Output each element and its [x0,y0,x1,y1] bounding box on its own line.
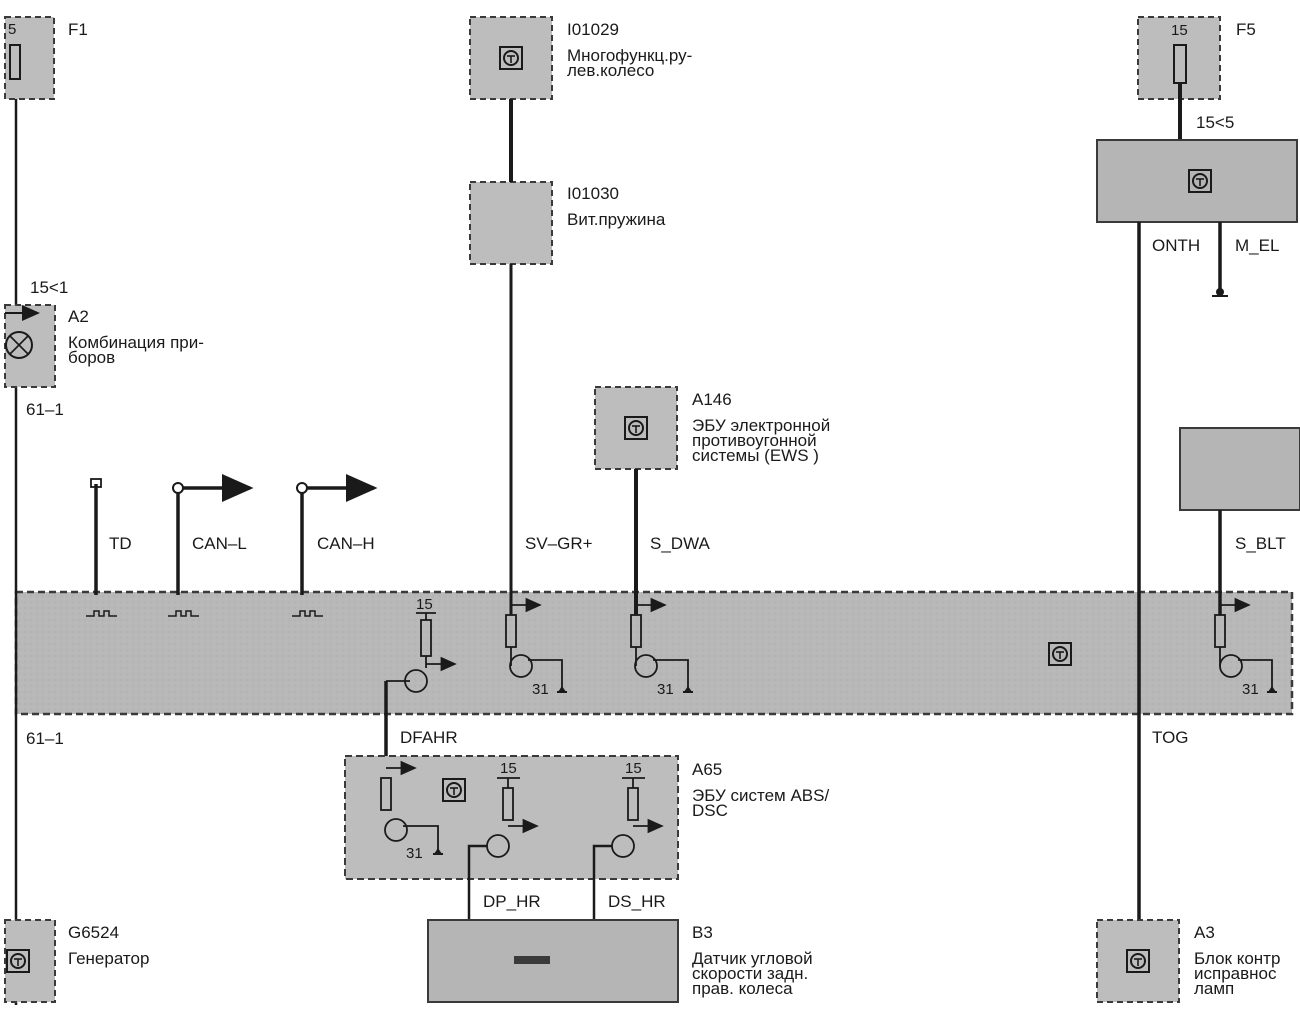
signal-td: TD [109,534,132,553]
a65-pin-31: 31 [406,845,423,862]
a65-name: ЭБУ систем ABS/ DSC [692,786,830,820]
bus-pin-31-c: 31 [1242,681,1259,698]
signal-can-h: CAN–H [317,534,375,553]
i01030-name: Вит.пружина [567,210,666,229]
lamp-icon [5,331,33,359]
i01030-code: I01030 [567,184,619,203]
g6524-box [4,919,56,1003]
a65-pin-15-a: 15 [500,760,517,777]
ref-61-1-top: 61–1 [26,400,64,419]
bus-module [14,590,1294,716]
bus-pin-31-b: 31 [657,681,674,698]
i01030-box [469,181,553,265]
i01029-code: I01029 [567,20,619,39]
bus-pin-15: 15 [416,596,433,613]
a2-name: Комбинация при- боров [68,333,204,367]
b3-code: B3 [692,923,713,942]
a2-code: A2 [68,307,89,326]
sensor-icon [514,956,550,964]
signal-s-dwa: S_DWA [650,534,710,553]
signal-s-blt: S_BLT [1235,534,1286,553]
f5-code: F5 [1236,20,1256,39]
signal-dp-hr: DP_HR [483,892,541,911]
a146-code: A146 [692,390,732,409]
signal-dfahr: DFAHR [400,728,458,747]
b3-box [427,919,679,1003]
ignition-module-box [1096,139,1298,223]
f1-box [4,16,55,100]
a3-name: Блок контр исправнос ламп [1194,951,1281,996]
signal-m-el: M_EL [1235,236,1280,255]
a3-code: A3 [1194,923,1215,942]
ref-61-1-bottom: 61–1 [26,729,64,748]
ref-15-5: 15<5 [1196,113,1235,132]
ref-15-1: 15<1 [30,278,69,297]
signal-onth: ONTH [1152,236,1201,255]
a2-box [4,304,56,388]
b3-name: Датчик угловой скорости задн. прав. коле… [692,949,813,998]
signal-can-l: CAN–L [192,534,247,553]
a65-box [344,755,679,880]
f1-code: F1 [68,20,88,39]
bus-pin-31-a: 31 [532,681,549,698]
a65-pin-15-b: 15 [625,760,642,777]
f5-fuse-no: 15 [1171,22,1188,39]
f1-fuse-icon [9,44,21,80]
g6524-code: G6524 [68,923,120,942]
signal-sv-gr: SV–GR+ [525,534,593,553]
a146-name: ЭБУ электронной противоугонной системы (… [692,416,831,465]
i01029-name: Многофункц.ру- лев.колесо [567,46,693,80]
a65-code: A65 [692,760,723,779]
g6524-name: Генератор [68,949,150,968]
signal-ds-hr: DS_HR [608,892,666,911]
s-blt-module-box [1179,427,1300,511]
signal-tog: TOG [1152,728,1189,747]
f1-fuse-no: 5 [8,21,17,38]
